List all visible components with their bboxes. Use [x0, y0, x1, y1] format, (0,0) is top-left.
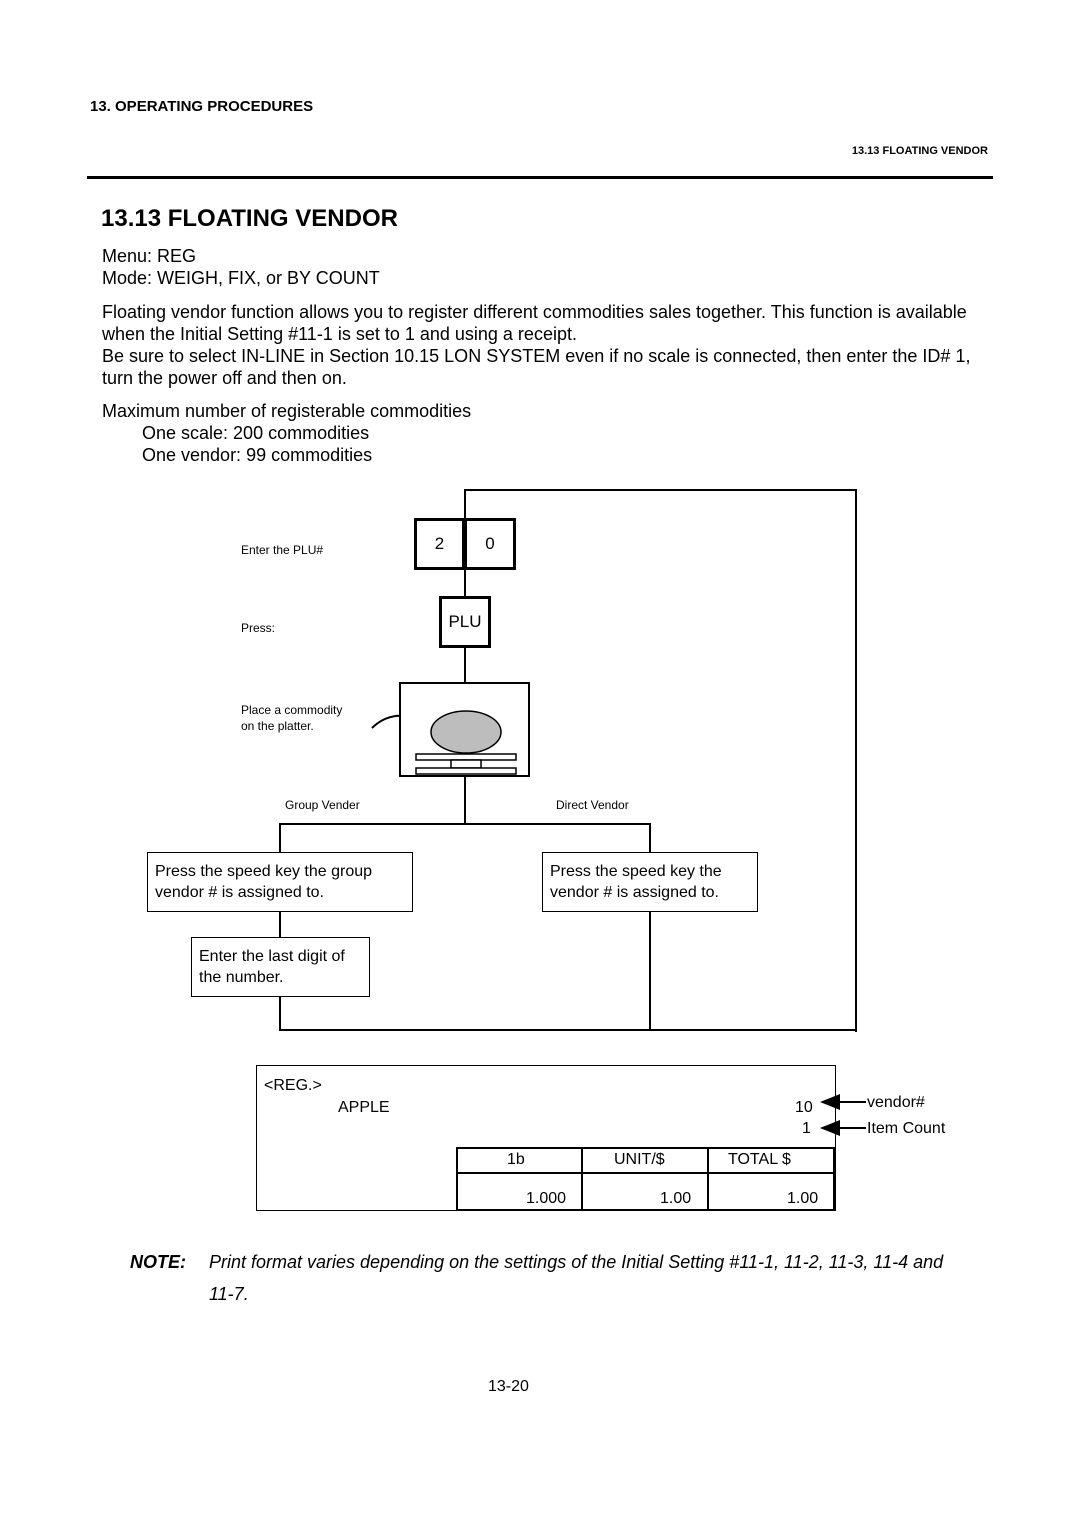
callout-arrows	[820, 1094, 866, 1136]
note-label: NOTE:	[130, 1252, 186, 1272]
table-col-line-1	[456, 1147, 458, 1211]
group-instr-line-1: Press the speed key the group	[155, 863, 373, 880]
connector-keys-plu	[464, 569, 466, 596]
val-unit: 1.00	[660, 1190, 692, 1207]
branch-line	[279, 823, 651, 825]
connector-scale-branch	[464, 776, 466, 825]
last-digit-line-2: the number.	[199, 969, 284, 986]
vendor-callout: vendor#	[867, 1094, 925, 1111]
max-vendor: One vendor: 99 commodities	[142, 445, 373, 465]
group-vendor-instruction: Press the speed key the group vendor # i…	[147, 852, 413, 912]
connector-direct	[649, 823, 651, 853]
key-digit-0: 0	[464, 518, 516, 570]
section-reference: 13.13 FLOATING VENDOR	[851, 145, 988, 157]
note-text: Print format varies depending on the set…	[209, 1252, 944, 1304]
header-rule	[87, 176, 993, 179]
vendor-arrow-icon	[820, 1094, 840, 1110]
connector-group-lastdigit	[279, 910, 281, 939]
table-bottom-rule	[456, 1209, 835, 1211]
receipt-sample	[256, 1065, 836, 1211]
key-digit-0-label: 0	[485, 534, 495, 553]
last-digit-instruction: Enter the last digit of the number.	[191, 937, 370, 997]
paragraph-2: Be sure to select IN-LINE in Section 10.…	[102, 346, 971, 388]
group-instr-line-2: vendor # is assigned to.	[155, 884, 324, 901]
page-title: 13.13 FLOATING VENDOR	[101, 205, 398, 232]
val-weight: 1.000	[526, 1190, 567, 1207]
key-digit-2: 2	[414, 518, 465, 570]
col-total-header: TOTAL $	[728, 1151, 791, 1168]
press-label: Press:	[241, 621, 276, 635]
mode-line: Mode: WEIGH, FIX, or BY COUNT	[102, 268, 380, 288]
connector-direct-bottom	[649, 910, 651, 1031]
table-col-line-3	[707, 1147, 709, 1211]
direct-vendor-label: Direct Vendor	[556, 798, 629, 812]
direct-vendor-instruction: Press the speed key the vendor # is assi…	[542, 852, 758, 912]
receipt-item-count: 1	[802, 1120, 811, 1137]
plu-key-label: PLU	[448, 612, 482, 631]
paragraph-1: Floating vendor function allows you to r…	[102, 302, 967, 344]
loop-bottom-line	[279, 1029, 857, 1031]
group-vender-label: Group Vender	[285, 798, 360, 812]
connector-lastdigit-bottom	[279, 995, 281, 1031]
scale-icon	[399, 682, 530, 777]
col-weight-header: 1b	[507, 1151, 525, 1168]
receipt-mode: <REG.>	[264, 1077, 322, 1094]
key-digit-2-label: 2	[434, 534, 445, 553]
table-col-line-2	[581, 1147, 583, 1211]
chapter-header: 13. OPERATING PROCEDURES	[90, 98, 314, 115]
loop-entry-line	[464, 489, 466, 519]
val-total: 1.00	[787, 1190, 819, 1207]
col-unit-header: UNIT/$	[614, 1151, 665, 1168]
table-col-line-4	[833, 1147, 835, 1211]
last-digit-line-1: Enter the last digit of	[199, 948, 345, 965]
scale-drawing	[415, 710, 517, 775]
receipt-vendor-no: 10	[795, 1099, 813, 1116]
direct-instr-line-2: vendor # is assigned to.	[550, 884, 719, 901]
direct-instr-line-1: Press the speed key the	[550, 863, 722, 880]
place-label-1: Place a commodity	[241, 703, 343, 717]
table-mid-rule	[456, 1172, 835, 1174]
connector-group	[279, 823, 281, 853]
loop-right-line	[855, 489, 857, 1032]
page-number: 13-20	[488, 1378, 529, 1395]
place-label-2: on the platter.	[241, 719, 314, 733]
table-top-rule	[456, 1147, 835, 1149]
max-scale: One scale: 200 commodities	[142, 423, 370, 443]
plu-key: PLU	[439, 596, 491, 648]
max-heading: Maximum number of registerable commoditi…	[102, 401, 472, 421]
enter-plu-label: Enter the PLU#	[241, 543, 324, 557]
loop-top-line	[464, 489, 857, 491]
count-arrow-icon	[820, 1120, 840, 1136]
item-count-callout: Item Count	[867, 1120, 946, 1137]
menu-line: Menu: REG	[102, 246, 197, 266]
receipt-item: APPLE	[338, 1099, 390, 1116]
connector-plu-scale	[464, 647, 466, 683]
